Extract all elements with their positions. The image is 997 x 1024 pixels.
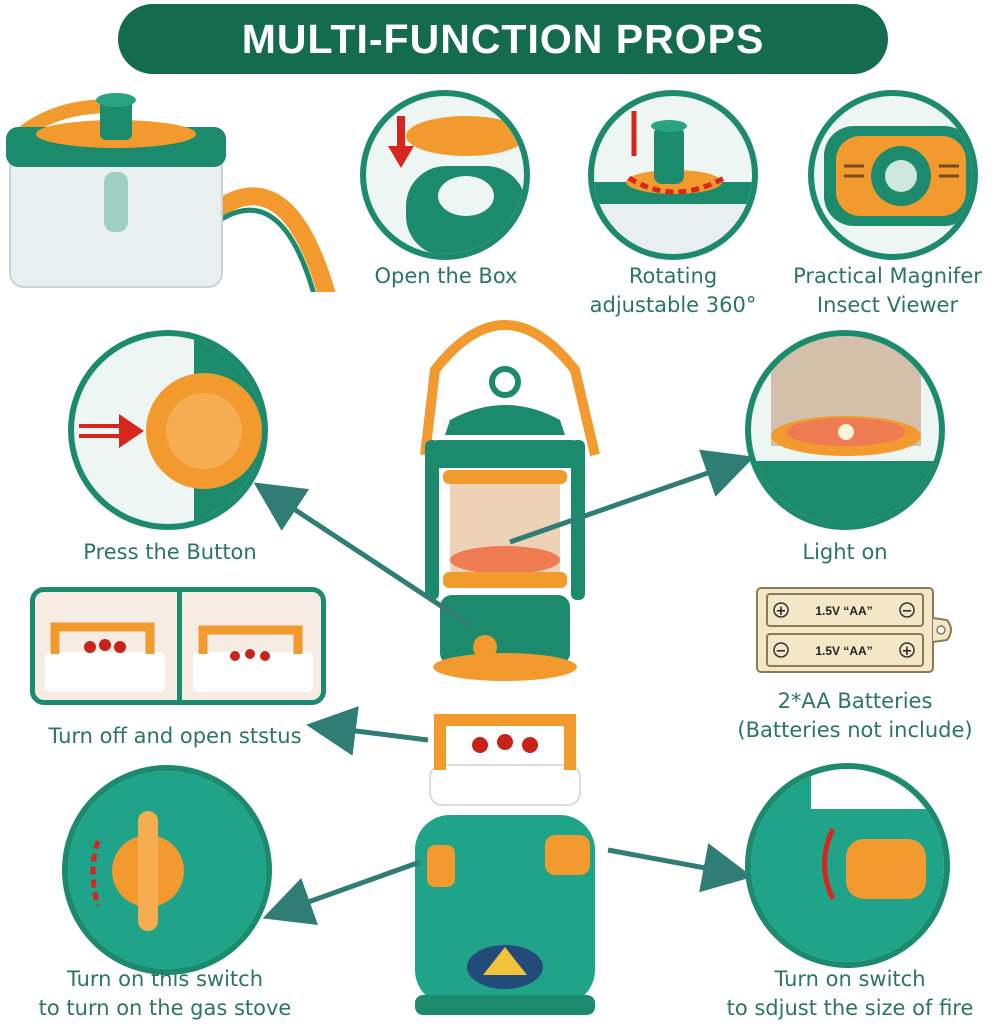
battery-minus-1: − bbox=[902, 604, 913, 619]
caption-batteries: 2*AA Batteries (Batteries not include) bbox=[715, 687, 995, 745]
battery-minus-2: − bbox=[776, 644, 787, 659]
caption-fire: Turn on switch to sdjust the size of fir… bbox=[705, 965, 995, 1023]
panel-divider bbox=[177, 592, 182, 700]
arrow-gas-switch bbox=[262, 859, 421, 926]
caption-magnifier: Practical Magnifer Insect Viewer bbox=[780, 262, 995, 320]
open-box-circle bbox=[360, 90, 530, 260]
gas-switch-circle bbox=[62, 765, 272, 975]
battery-plus-2: + bbox=[902, 644, 913, 659]
battery-holder: + − − + 1.5V “AA” 1.5V “AA” bbox=[755, 586, 955, 676]
caption-gas-stove: Turn on this switch to turn on the gas s… bbox=[30, 965, 300, 1023]
battery-cell-1-label: 1.5V “AA” bbox=[815, 604, 872, 618]
caption-press-button: Press the Button bbox=[83, 540, 257, 564]
caption-magnifier-line2: Insect Viewer bbox=[816, 293, 959, 317]
fire-adjust-circle bbox=[745, 763, 950, 968]
insect-box-image bbox=[6, 93, 336, 292]
caption-rotating-line2: adjustable 360° bbox=[589, 293, 757, 317]
magnifier-circle bbox=[808, 90, 978, 260]
caption-batteries-line1: 2*AA Batteries bbox=[777, 689, 933, 713]
press-button-circle bbox=[68, 330, 268, 530]
caption-gas-line1: Turn on this switch bbox=[66, 967, 264, 991]
caption-fire-line2: to sdjust the size of fire bbox=[726, 996, 974, 1020]
arrow-fire-adjust bbox=[607, 843, 753, 893]
caption-magnifier-line1: Practical Magnifer bbox=[793, 264, 982, 288]
light-on-circle bbox=[745, 330, 945, 530]
caption-gas-line2: to turn on the gas stove bbox=[38, 996, 292, 1020]
caption-batteries-line2: (Batteries not include) bbox=[737, 718, 973, 742]
battery-plus-1: + bbox=[776, 604, 787, 619]
caption-fire-line1: Turn on switch bbox=[774, 967, 926, 991]
caption-light-on: Light on bbox=[802, 540, 888, 564]
rotating-circle bbox=[588, 90, 758, 260]
battery-cell-2-label: 1.5V “AA” bbox=[815, 644, 872, 658]
caption-open-box: Open the Box bbox=[374, 264, 518, 288]
caption-rotating: Rotating adjustable 360° bbox=[568, 262, 778, 320]
caption-turn-off: Turn off and open ststus bbox=[48, 724, 302, 748]
page-title: MULTI-FUNCTION PROPS bbox=[118, 4, 888, 74]
caption-rotating-line1: Rotating bbox=[628, 264, 718, 288]
gas-stove-image bbox=[415, 714, 595, 1015]
lantern-image bbox=[420, 320, 600, 681]
turn-off-panel bbox=[30, 587, 326, 705]
